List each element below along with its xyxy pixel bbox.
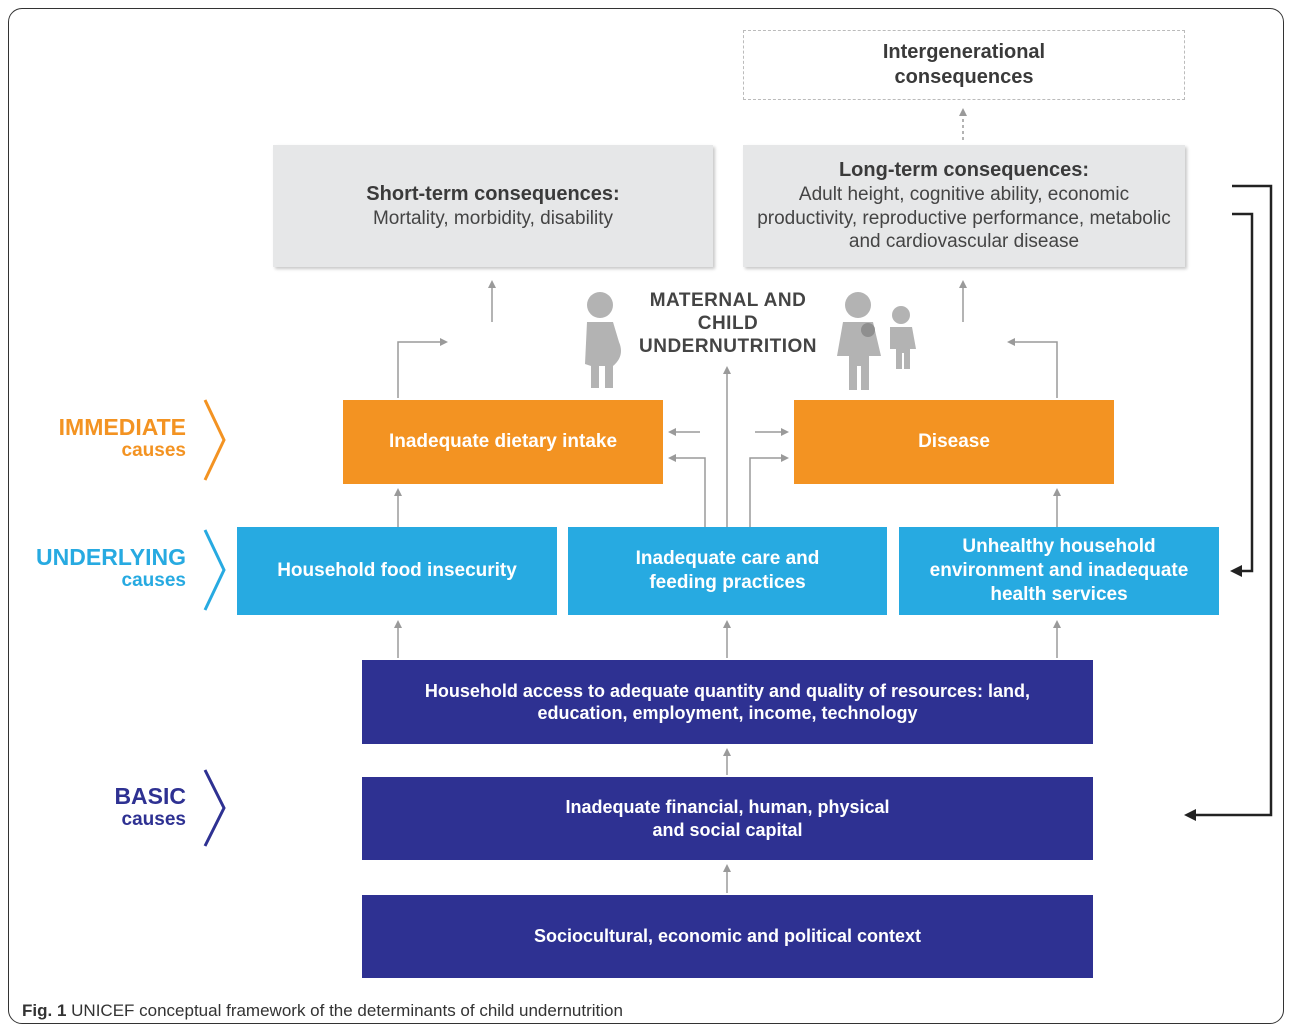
inadequate-dietary-intake-box: Inadequate dietary intake [343,400,663,484]
long-term-body: Adult height, cognitive ability, economi… [757,183,1171,253]
woman-with-baby-icon [845,292,871,318]
immediate-sub: causes [121,440,186,462]
underlying-causes-label: UNDERLYING causes [36,544,186,592]
pregnant-woman-icon [587,292,613,318]
figure-caption-text: UNICEF conceptual framework of the deter… [71,1001,623,1020]
short-term-consequences-box: Short-term consequences: Mortality, morb… [273,145,713,267]
feedback-arrow-to-underlying [1230,212,1254,577]
long-term-title: Long-term consequences: [838,158,1090,181]
mother-child-figures-icon [585,292,916,390]
intergenerational-consequences-box: Intergenerational consequences [743,30,1185,100]
underlying-chevron-icon [203,529,226,611]
household-access-resources-box: Household access to adequate quantity an… [362,660,1093,744]
inadequate-care-feeding-box: Inadequate care and feeding practices [568,527,887,615]
feedback-arrow-to-basic [1184,184,1273,821]
long-term-consequences-box: Long-term consequences: Adult height, co… [743,145,1185,267]
arrow-dietary-to-short [397,338,448,398]
immediate-chevron-icon [203,399,226,481]
arrow-care-to-disease [749,454,789,528]
figure-frame [8,8,1284,1024]
maternal-child-undernutrition-label: MATERNAL AND CHILD UNDERNUTRITION [639,290,817,357]
short-term-title: Short-term consequences: [366,182,620,205]
intergenerational-label: Intergenerational consequences [882,41,1046,88]
basic-sub: causes [121,809,186,831]
basic-chevron-icon [203,769,226,847]
household-food-insecurity-box: Household food insecurity [237,527,557,615]
figure-label: Fig. 1 [22,1001,67,1020]
immediate-word: IMMEDIATE [58,414,186,440]
basic-causes-label: BASIC causes [114,783,186,831]
unhealthy-environment-box: Unhealthy household environment and inad… [899,527,1219,615]
basic-word: BASIC [114,783,186,809]
immediate-causes-label: IMMEDIATE causes [59,414,186,462]
child-icon [892,306,910,324]
sociocultural-context-box: Sociocultural, economic and political co… [362,895,1093,978]
disease-box: Disease [794,400,1114,484]
arrow-care-to-dietary [668,454,706,528]
inadequate-capital-box: Inadequate financial, human, physical an… [362,777,1093,860]
arrow-disease-to-long [1007,338,1058,398]
underlying-sub: causes [121,570,186,592]
short-term-body: Mortality, morbidity, disability [372,207,614,229]
figure-caption: Fig. 1 UNICEF conceptual framework of th… [22,1001,623,1021]
underlying-word: UNDERLYING [36,544,186,570]
